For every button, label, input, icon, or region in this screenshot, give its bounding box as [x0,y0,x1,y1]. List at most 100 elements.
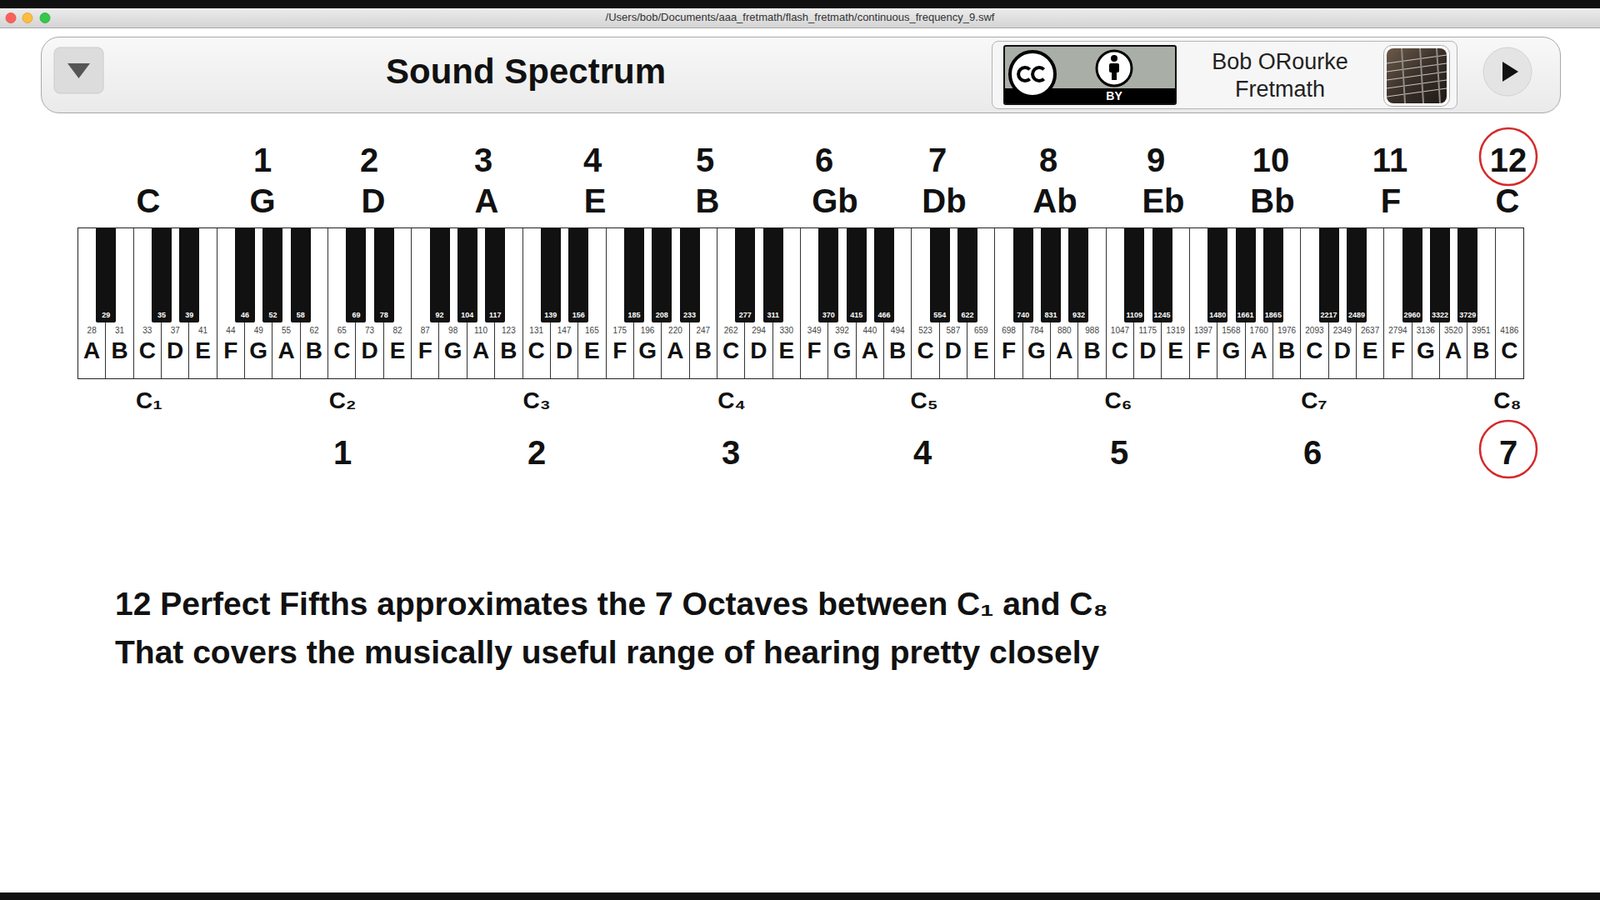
key-letter: D [750,336,767,365]
octave-c-label: C₇ [1300,387,1327,415]
octave-c-label: C₅ [910,387,938,415]
key-letter: F [1390,336,1405,365]
key-frequency: 277 [739,310,752,320]
key-frequency: 349 [807,325,822,336]
key-frequency: 39 [185,310,194,320]
black-key: 415 [846,228,867,323]
key-letter: A [83,336,100,365]
key-letter: B [500,336,517,365]
cc-mark [1018,67,1045,81]
key-frequency: 415 [850,310,863,320]
black-key: 139 [540,228,561,323]
license-text: BY [1105,88,1122,104]
black-key: 277 [735,228,755,323]
black-key: 46 [235,228,255,323]
black-key: 554 [930,228,950,323]
fifth-number: 3 [474,141,493,179]
author-box: Bob ORourkeFretmath BY [991,40,1458,110]
key-frequency: 98 [448,325,458,336]
octave-c-label: C₆ [1105,387,1133,415]
key-frequency: 196 [640,325,655,336]
key-frequency: 1865 [1265,310,1282,320]
key-frequency: 392 [835,325,850,336]
key-letter: A [1055,336,1073,365]
window-path: /Users/bob/Documents/aaa_fretmath/flash_… [605,10,995,25]
fifth-note: F [1380,182,1401,220]
cc-ring [1010,51,1055,97]
key-frequency: 1319 [1166,325,1185,336]
key-letter: C [1111,336,1129,365]
key-letter: G [638,336,657,365]
play-face [1483,47,1532,96]
key-frequency: 1397 [1194,325,1213,336]
key-frequency: 1175 [1139,325,1158,336]
key-frequency: 659 [974,325,989,336]
octave-c-label: C₄ [717,387,746,415]
key-frequency: 622 [961,310,975,320]
key-frequency: 698 [1001,325,1016,336]
black-key: 92 [430,228,450,323]
key-frequency: 2489 [1348,310,1365,320]
key-frequency: 262 [724,325,739,336]
fifth-note: C [136,182,161,220]
circled-number: 12 [1478,141,1539,179]
fifth-note: Bb [1250,182,1295,220]
key-letter: A [666,336,684,365]
key-letter: G [444,336,463,365]
key-letter: F [612,336,627,365]
key-frequency: 1760 [1250,325,1269,336]
key-frequency: 233 [683,310,696,320]
black-key: 69 [345,228,366,323]
key-frequency: 35 [157,310,166,320]
key-frequency: 139 [544,310,557,320]
fifth-note: Eb [1141,182,1185,220]
key-frequency: 1047 [1110,325,1130,336]
key-letter: B [695,336,712,365]
key-frequency: 46 [240,310,250,320]
octave-c-label: C₈ [1493,387,1521,415]
close-button [5,13,16,24]
key-frequency: 880 [1057,325,1072,336]
fifth-number: 2 [360,141,379,179]
key-frequency: 3951 [1471,325,1490,336]
key-frequency: 1568 [1221,325,1240,336]
key-frequency: 2217 [1320,310,1338,320]
author-avatar [1383,45,1450,107]
dropdown-button [53,46,105,95]
key-frequency: 69 [351,310,360,320]
black-key: 311 [763,228,784,323]
black-key: 52 [262,228,283,323]
key-frequency: 2093 [1305,325,1324,336]
play-triangle [1502,61,1519,82]
key-letter: B [1472,336,1490,365]
fifth-note: Ab [1032,182,1077,220]
fifth-note: B [695,182,720,220]
fifth-number: 1 [253,141,272,179]
octave-number: 2 [527,434,546,471]
key-frequency: 466 [878,310,891,320]
fifth-number: 8 [1039,141,1058,179]
key-frequency: 185 [627,310,640,320]
key-letter: B [889,336,906,365]
key-frequency: 4186 [1500,325,1519,336]
key-frequency: 41 [198,325,208,336]
key-frequency: 73 [365,325,375,336]
key-frequency: 311 [766,310,780,320]
minimize-button [22,13,33,24]
key-frequency: 554 [933,310,946,320]
window-buttons [0,8,59,28]
key-frequency: 62 [309,325,319,336]
key-frequency: 156 [572,310,585,320]
key-frequency: 294 [751,325,766,336]
black-key: 233 [680,228,700,323]
caption-line: That covers the musically useful range o… [115,633,1100,672]
key-frequency: 44 [225,325,235,336]
key-letter: E [1362,336,1379,365]
key-frequency: 117 [489,310,502,320]
by-body [1109,63,1120,73]
octave-c-label: C₁ [135,387,163,415]
octave-c-label: C₂ [329,387,357,415]
key-frequency: 104 [460,310,474,320]
key-letter: E [1167,336,1184,365]
key-letter: F [807,336,822,365]
